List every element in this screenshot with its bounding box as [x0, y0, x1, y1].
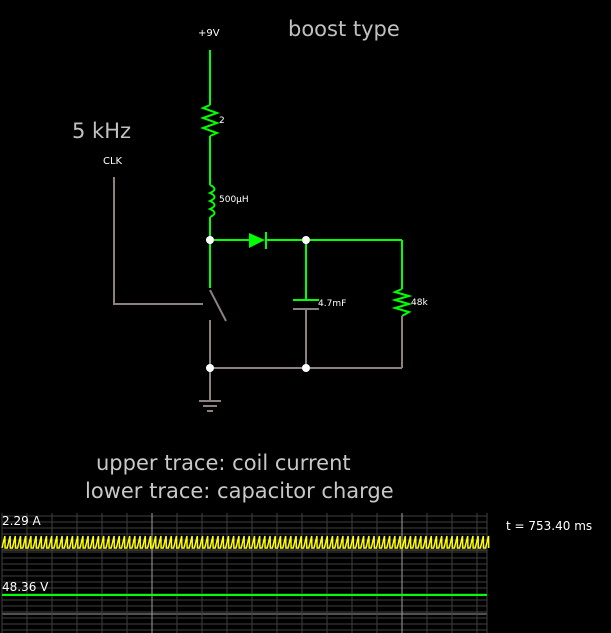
clock-frequency: 5 kHz — [72, 119, 132, 143]
time-readout: t = 753.40 ms — [506, 519, 593, 533]
wire-clock[interactable] — [113, 177, 203, 305]
supply-label: +9V — [198, 28, 220, 39]
clock-label: CLK — [103, 156, 123, 167]
circuit-title: boost type — [288, 17, 400, 41]
resistor-2ohm[interactable] — [200, 104, 220, 137]
scope-panel[interactable] — [1, 513, 490, 633]
diode[interactable] — [249, 233, 265, 248]
current-trace — [1, 535, 490, 549]
ground-icon — [199, 400, 221, 412]
node[interactable] — [302, 236, 310, 244]
caption-upper: upper trace: coil current — [96, 451, 351, 475]
switch-blade[interactable] — [209, 289, 227, 322]
node[interactable] — [302, 364, 310, 372]
resistor1-label: 2 — [219, 116, 225, 126]
node[interactable] — [206, 236, 214, 244]
inductor-label: 500µH — [219, 195, 249, 205]
inductor[interactable] — [207, 184, 216, 218]
load-label: 48k — [411, 298, 428, 308]
capacitor-label: 4.7mF — [318, 299, 347, 309]
node[interactable] — [206, 364, 214, 372]
caption-lower: lower trace: capacitor charge — [85, 479, 394, 503]
voltage-readout: 48.36 V — [2, 580, 49, 594]
current-readout: 2.29 A — [2, 514, 41, 528]
resistor-48k[interactable] — [391, 288, 413, 317]
